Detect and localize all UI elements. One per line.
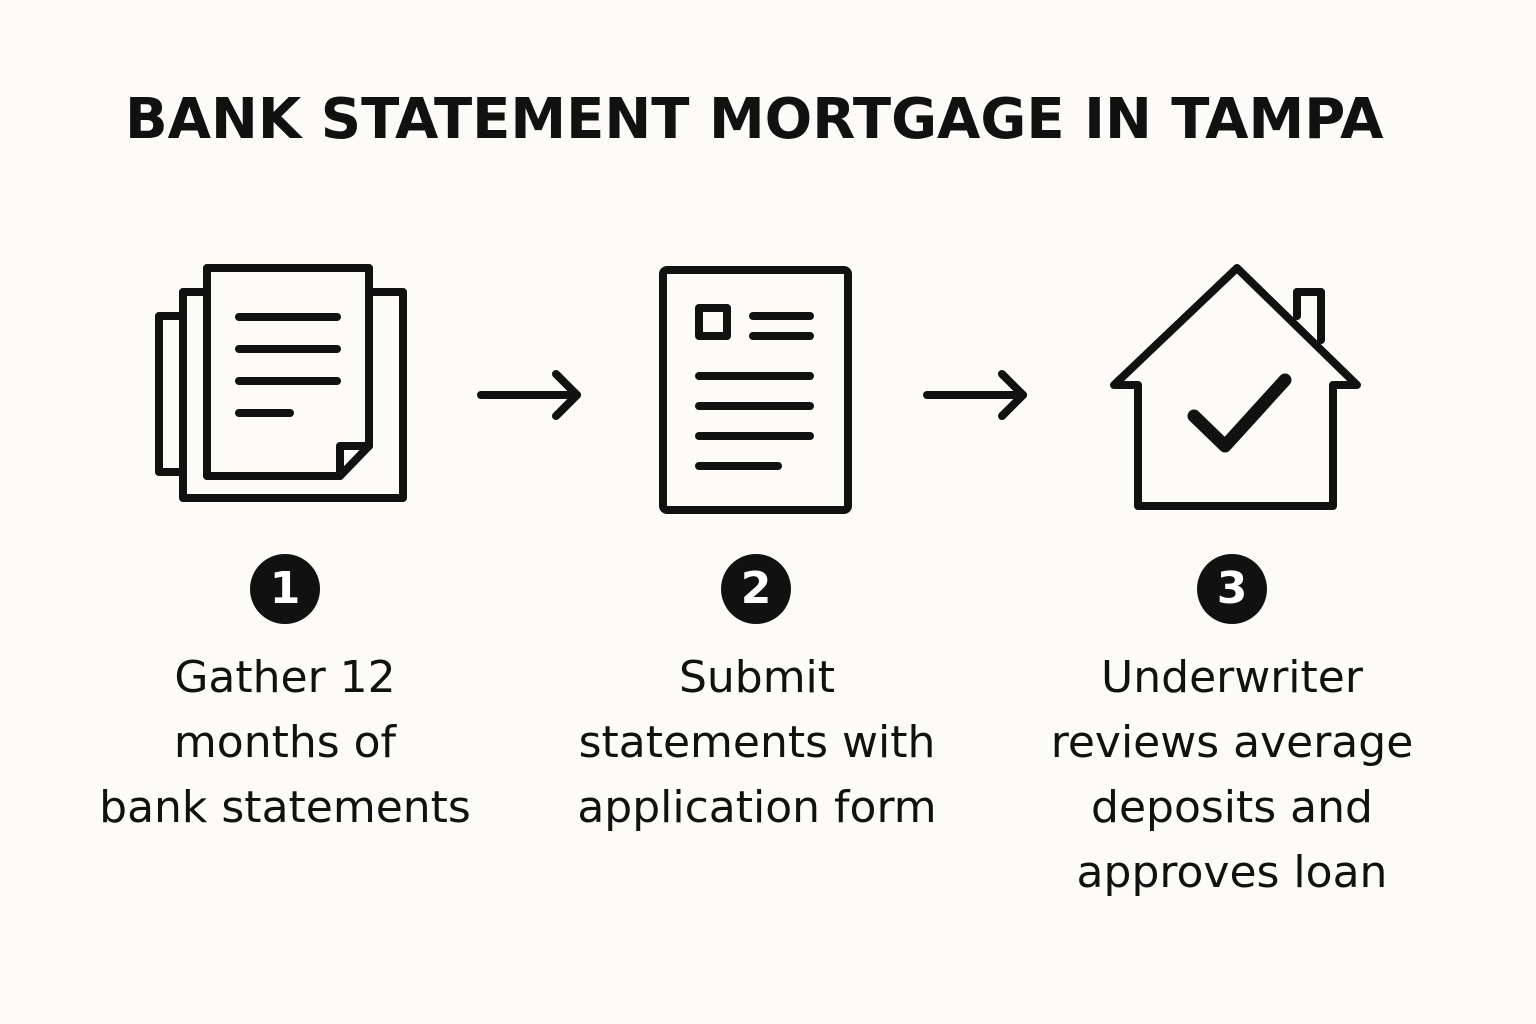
step-description-line: Submit: [678, 652, 836, 703]
step-description: Gather 12 months of bank statements: [65, 645, 505, 840]
step-number-badge: 1: [250, 554, 320, 624]
step-description-line: approves loan: [1076, 847, 1388, 898]
step-description-line: statements with: [578, 717, 936, 768]
step-description: Underwriter reviews average deposits and…: [1012, 645, 1452, 905]
step-number-badge: 3: [1197, 554, 1267, 624]
step-description-line: Gather 12: [174, 652, 396, 703]
step-number-badge: 2: [721, 554, 791, 624]
step-description-line: months of: [173, 717, 397, 768]
application-form-icon: [655, 262, 855, 517]
step-description-line: Underwriter: [1101, 652, 1363, 703]
house-check-icon: [1105, 258, 1370, 518]
arrow-right-icon: [472, 365, 587, 425]
arrow-right-icon: [918, 365, 1033, 425]
step-description-line: deposits and: [1091, 782, 1373, 833]
step-description-line: application form: [577, 782, 937, 833]
stacked-documents-icon: [150, 260, 410, 510]
step-description: Submit statements with application form: [537, 645, 977, 840]
step-description-line: bank statements: [99, 782, 471, 833]
step-description-line: reviews average: [1050, 717, 1414, 768]
diagram-title: BANK STATEMENT MORTGAGE IN TAMPA: [125, 87, 1384, 152]
